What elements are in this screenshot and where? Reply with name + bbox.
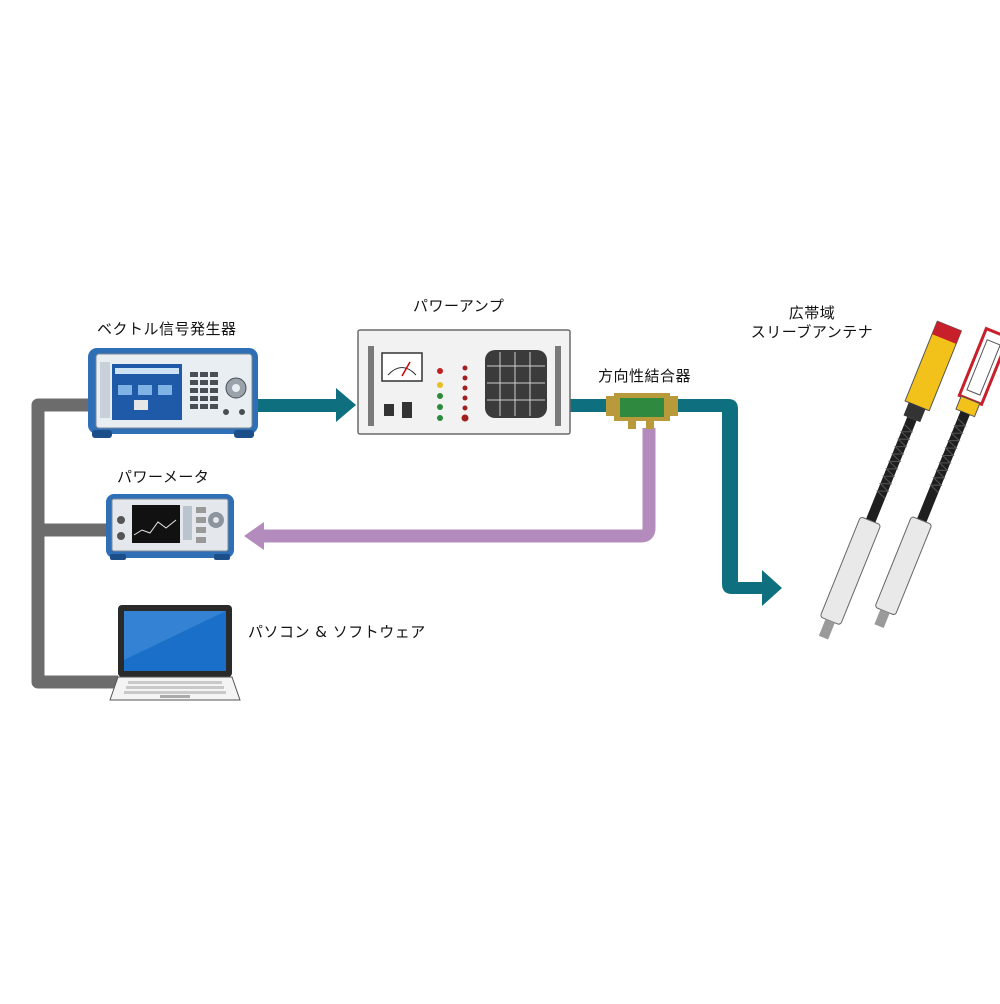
power-amp-label: パワーアンプ bbox=[413, 297, 505, 315]
feedback-path bbox=[244, 428, 656, 550]
power-meter-icon bbox=[106, 494, 234, 560]
antenna-label-line1: 広帯域 bbox=[788, 304, 836, 322]
signal-generator-label: ベクトル信号発生器 bbox=[97, 320, 237, 338]
antenna-label-line2: スリーブアンテナ bbox=[750, 323, 874, 341]
control-bus bbox=[31, 398, 118, 689]
laptop-icon bbox=[109, 605, 241, 701]
power-meter-label: パワーメータ bbox=[117, 468, 210, 486]
directional-coupler-icon bbox=[606, 393, 678, 429]
antenna-label: 広帯域 スリーブアンテナ bbox=[742, 304, 882, 342]
sleeve-antenna-icon bbox=[818, 320, 1000, 640]
power-amplifier-icon bbox=[357, 329, 571, 435]
directional-coupler-label: 方向性結合器 bbox=[598, 367, 692, 385]
vector-signal-generator-icon bbox=[88, 348, 258, 438]
pc-software-label: パソコン & ソフトウェア bbox=[248, 623, 426, 641]
